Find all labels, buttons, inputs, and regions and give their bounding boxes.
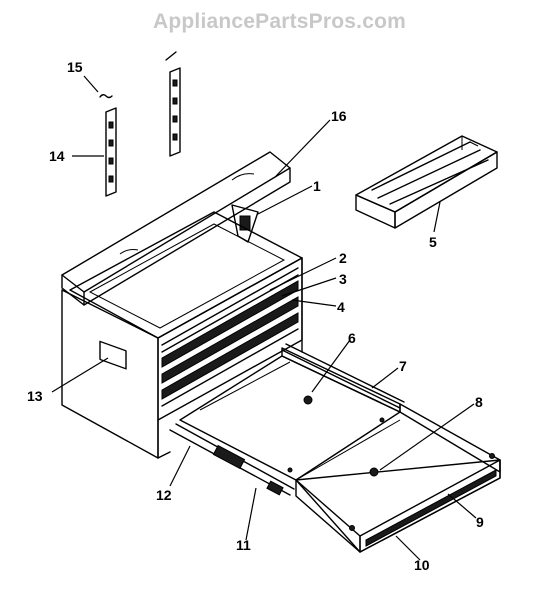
open-drawer — [169, 343, 501, 553]
leader-lines — [51, 75, 477, 561]
part-7-slide — [281, 349, 401, 409]
callout-1: 1 — [313, 178, 321, 194]
part-5-tray — [355, 135, 498, 229]
callout-labels: 15 14 16 1 5 2 3 4 6 7 8 9 10 11 12 13 — [27, 59, 484, 573]
watermark: AppliancePartsPros.com — [153, 10, 406, 33]
callout-6: 6 — [348, 330, 356, 346]
callout-5: 5 — [429, 234, 437, 250]
callout-3: 3 — [339, 271, 347, 287]
callout-8: 8 — [475, 394, 483, 410]
callout-15: 15 — [67, 59, 83, 75]
part-14-hinge — [105, 107, 117, 197]
callout-7: 7 — [399, 358, 407, 374]
callout-10: 10 — [414, 557, 430, 573]
callout-12: 12 — [156, 487, 172, 503]
callout-9: 9 — [476, 514, 484, 530]
callout-11: 11 — [236, 537, 251, 553]
callout-16: 16 — [331, 108, 347, 124]
callout-4: 4 — [337, 299, 345, 315]
chest-body — [61, 211, 303, 459]
part-15-clip — [99, 94, 113, 99]
hinge-bar-upper — [165, 51, 181, 157]
callout-14: 14 — [49, 148, 65, 164]
part-16-lid — [61, 151, 291, 306]
callout-13: 13 — [27, 388, 43, 404]
callout-2: 2 — [339, 250, 347, 266]
